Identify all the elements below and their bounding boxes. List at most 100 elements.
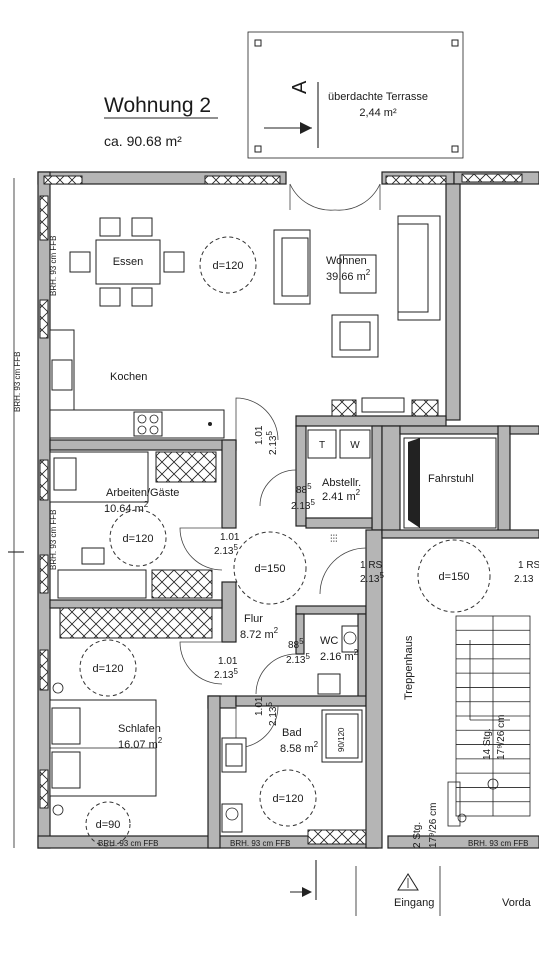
terrace-door	[289, 183, 381, 211]
radiator-1	[331, 399, 357, 417]
svg-text:2.135: 2.135	[265, 431, 279, 455]
shelf-arbeiten	[151, 569, 213, 599]
svg-text:885: 885	[288, 637, 304, 651]
brh-top-left: BRH. 93 cm FFB	[49, 236, 58, 296]
dining-table	[69, 217, 185, 307]
elevator: Fahrstuhl	[403, 437, 497, 529]
door-label-d5: 1 RS 2.13	[514, 560, 539, 585]
dryer-label: T	[319, 440, 325, 451]
electric-marks: ⫶⫶⫶	[330, 534, 338, 545]
room-arbeiten-name: Arbeiten/Gäste	[106, 487, 179, 499]
svg-text:d=120: d=120	[213, 260, 244, 272]
wc-fixtures	[317, 625, 359, 695]
landing-post	[457, 813, 467, 823]
room-abstellr-name: Abstellr.	[322, 477, 361, 489]
room-wc-area: 2.16 m2	[320, 648, 359, 663]
svg-text:1.01: 1.01	[254, 696, 265, 716]
svg-text:d=90: d=90	[96, 819, 121, 831]
svg-text:d=120: d=120	[123, 533, 154, 545]
total-area: ca. 90.68 m²	[104, 133, 182, 149]
wardrobe-schlafen	[59, 607, 213, 639]
brh-bottom-schlafen: BRH. 93 cm FFB	[98, 839, 158, 848]
room-bad-area: 8.58 m2	[280, 740, 319, 755]
stair-left-a: 2 Stg.	[412, 822, 423, 848]
room-essen: Essen	[113, 256, 144, 268]
door-schlafen	[179, 641, 223, 685]
room-treppenhaus: Treppenhaus	[403, 635, 415, 700]
svg-text:d=150: d=150	[439, 571, 470, 583]
entrance-label: Eingang	[394, 897, 434, 909]
door-label-d8: 1.01 2.135	[254, 696, 279, 726]
door-abstellr	[259, 469, 297, 507]
outer-walls	[37, 171, 539, 849]
vorda-label: Vorda	[502, 897, 532, 909]
door-wc	[255, 653, 297, 695]
section-marker: A	[264, 80, 319, 148]
room-wohnen-name: Wohnen	[326, 255, 367, 267]
door-label-d6: 885 2.135	[286, 637, 310, 666]
svg-text:d=150: d=150	[255, 563, 286, 575]
svg-text:1.01: 1.01	[218, 656, 238, 667]
circle-schlafen-2: d=90	[85, 801, 131, 847]
radiator-3	[411, 399, 439, 417]
door-entry	[319, 547, 367, 595]
stairs	[455, 615, 531, 817]
svg-text:2.135: 2.135	[265, 702, 279, 726]
door-kitchen	[235, 397, 279, 441]
svg-text:1 RS: 1 RS	[518, 560, 539, 571]
svg-text:2.135: 2.135	[214, 667, 238, 681]
svg-text:2.135: 2.135	[291, 498, 315, 512]
plan-title: Wohnung 2	[104, 94, 211, 117]
room-schlafen-area: 16.07 m2	[118, 736, 163, 751]
svg-text:2.135: 2.135	[286, 652, 310, 666]
room-flur-area: 8.72 m2	[240, 626, 279, 641]
svg-text:⫶⫶⫶: ⫶⫶⫶	[330, 534, 338, 545]
brh-left-outer: BRH. 93 cm FFB	[13, 352, 22, 412]
bed-guest	[49, 451, 149, 503]
room-fahrstuhl: Fahrstuhl	[428, 473, 474, 485]
washer-label: W	[350, 440, 360, 451]
svg-text:1.01: 1.01	[220, 532, 240, 543]
door-label-d3: 1.01 2.135	[214, 532, 240, 557]
terrace-area: 2,44 m²	[359, 107, 397, 119]
section-letter: A	[289, 80, 311, 94]
terrace-name: überdachte Terrasse	[328, 91, 428, 103]
room-flur-name: Flur	[244, 613, 263, 625]
circle-wohnen: d=120	[199, 236, 257, 294]
svg-text:d=120: d=120	[273, 793, 304, 805]
room-wohnen-area: 39.66 m2	[326, 268, 371, 283]
room-bad-name: Bad	[282, 727, 302, 739]
svg-text:885: 885	[296, 482, 312, 496]
interior-walls	[49, 415, 539, 849]
door-label-d2: 885 2.135	[291, 482, 315, 512]
door-label-d7: 1.01 2.135	[214, 656, 238, 681]
brh-bottom-treppe: BRH. 93 cm FFB	[468, 839, 528, 848]
entrance-marker	[397, 873, 419, 891]
shower-size: 90/120	[337, 727, 346, 752]
circle-treppen: d=150	[417, 539, 491, 613]
svg-text:1 RS: 1 RS	[360, 560, 383, 571]
room-wc-name: WC	[320, 635, 338, 647]
room-arbeiten-area: 10.64 m2	[104, 500, 149, 515]
svg-text:2.135: 2.135	[360, 571, 384, 585]
svg-text:1.01: 1.01	[254, 425, 265, 445]
brh-left-mid: BRH. 93 cm FFB	[49, 510, 58, 570]
stair-right-b: 17⁹/26 cm	[496, 715, 507, 760]
coffee-table	[339, 254, 377, 294]
kitchen-counter	[49, 329, 225, 439]
bath-fixtures	[221, 709, 363, 833]
landing-step	[447, 781, 461, 827]
wardrobe-guest	[155, 451, 217, 483]
brh-bottom-bad: BRH. 93 cm FFB	[230, 839, 290, 848]
stair-right-a: 14 Stg.	[482, 728, 493, 760]
circle-bad: d=120	[259, 769, 317, 827]
terrace: überdachte Terrasse 2,44 m²	[247, 31, 464, 159]
sofa-left	[273, 229, 311, 305]
stair-arrow	[469, 640, 510, 790]
circle-arbeiten: d=120	[109, 509, 167, 567]
svg-text:d=120: d=120	[93, 663, 124, 675]
washer-dryer: T W	[307, 429, 371, 459]
armchair	[331, 314, 379, 358]
room-kochen: Kochen	[110, 371, 147, 383]
